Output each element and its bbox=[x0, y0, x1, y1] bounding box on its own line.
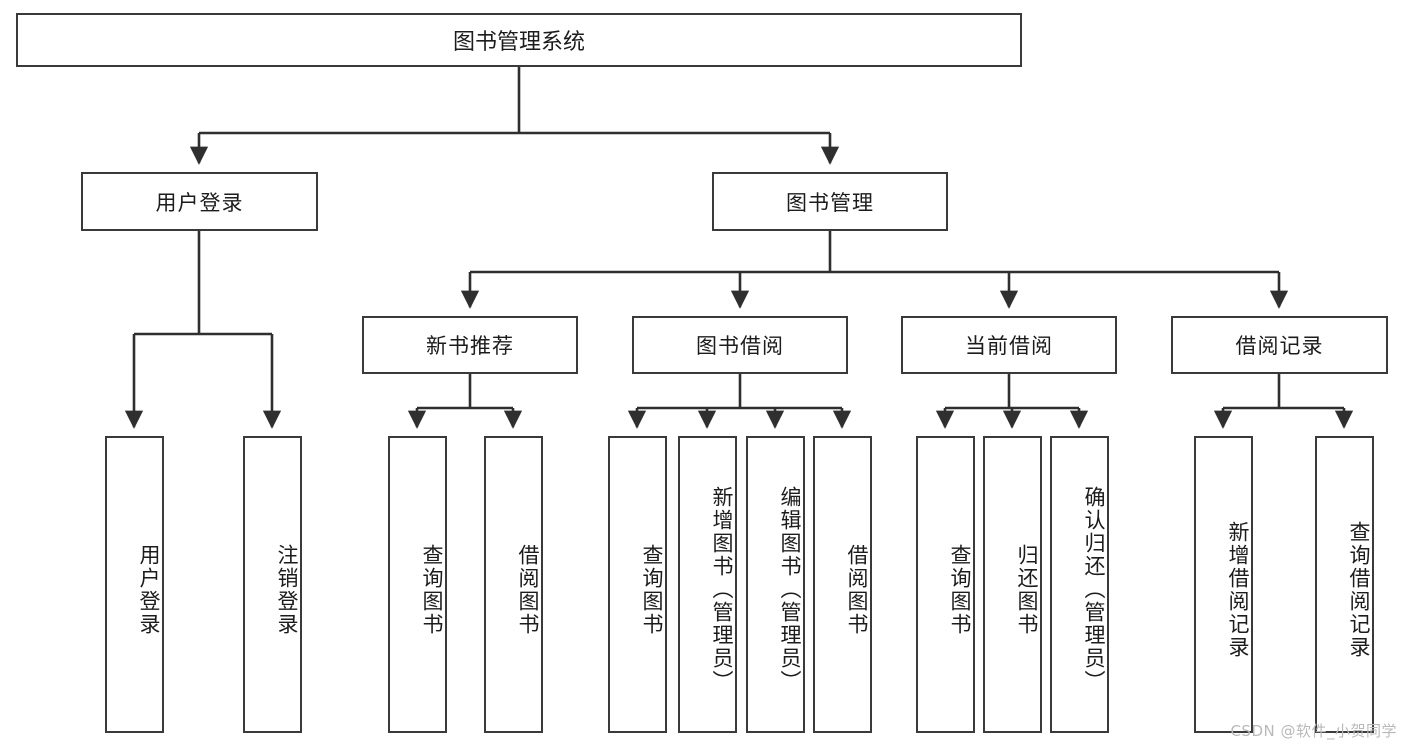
node-current-borrow-label: 当前借阅 bbox=[965, 334, 1053, 358]
node-current-borrow[interactable]: 当前借阅 bbox=[901, 316, 1117, 374]
node-leaf-query-book-2-label: 查询图书 bbox=[640, 543, 664, 636]
node-root[interactable]: 图书管理系统 bbox=[16, 13, 1022, 67]
node-leaf-query-record-label: 查询借阅记录 bbox=[1347, 520, 1371, 659]
node-leaf-add-record-label: 新增借阅记录 bbox=[1226, 520, 1250, 659]
node-leaf-edit-book-label: 编辑图书（管理员） bbox=[778, 486, 802, 693]
node-leaf-query-book-1-label: 查询图书 bbox=[420, 543, 444, 636]
node-leaf-query-book-3[interactable]: 查询图书 bbox=[916, 436, 975, 733]
node-leaf-return-book-label: 归还图书 bbox=[1015, 543, 1039, 636]
node-leaf-borrow-book-2-label: 借阅图书 bbox=[845, 543, 869, 636]
node-root-label: 图书管理系统 bbox=[452, 30, 585, 55]
node-leaf-user-logout-label: 注销登录 bbox=[275, 543, 299, 636]
node-leaf-user-login-label: 用户登录 bbox=[137, 543, 161, 636]
node-leaf-confirm-return[interactable]: 确认归还（管理员） bbox=[1050, 436, 1109, 733]
node-book-manage-label: 图书管理 bbox=[786, 190, 874, 215]
node-borrow-record[interactable]: 借阅记录 bbox=[1171, 316, 1388, 374]
node-leaf-add-book-label: 新增图书（管理员） bbox=[710, 486, 734, 693]
node-new-book-recommend[interactable]: 新书推荐 bbox=[362, 316, 578, 374]
node-leaf-add-book[interactable]: 新增图书（管理员） bbox=[678, 436, 737, 733]
node-user-login-label: 用户登录 bbox=[155, 190, 244, 215]
node-leaf-edit-book[interactable]: 编辑图书（管理员） bbox=[746, 436, 805, 733]
node-borrow-record-label: 借阅记录 bbox=[1235, 334, 1324, 358]
node-leaf-user-logout[interactable]: 注销登录 bbox=[243, 436, 302, 733]
watermark: CSDN @软件_小贺同学 bbox=[1230, 722, 1397, 740]
node-book-manage[interactable]: 图书管理 bbox=[712, 172, 948, 231]
node-leaf-borrow-book-1[interactable]: 借阅图书 bbox=[484, 436, 543, 733]
node-leaf-borrow-book-1-label: 借阅图书 bbox=[516, 543, 540, 636]
node-user-login[interactable]: 用户登录 bbox=[81, 172, 318, 231]
node-leaf-add-record[interactable]: 新增借阅记录 bbox=[1194, 436, 1253, 733]
node-leaf-user-login[interactable]: 用户登录 bbox=[105, 436, 164, 733]
node-leaf-borrow-book-2[interactable]: 借阅图书 bbox=[813, 436, 872, 733]
node-book-borrow-label: 图书借阅 bbox=[696, 334, 784, 358]
node-leaf-confirm-return-label: 确认归还（管理员） bbox=[1082, 486, 1106, 693]
node-leaf-query-record[interactable]: 查询借阅记录 bbox=[1315, 436, 1374, 733]
node-leaf-return-book[interactable]: 归还图书 bbox=[983, 436, 1042, 733]
node-new-book-recommend-label: 新书推荐 bbox=[426, 334, 514, 358]
node-book-borrow[interactable]: 图书借阅 bbox=[632, 316, 848, 374]
node-leaf-query-book-3-label: 查询图书 bbox=[948, 543, 972, 636]
node-leaf-query-book-1[interactable]: 查询图书 bbox=[388, 436, 447, 733]
node-leaf-query-book-2[interactable]: 查询图书 bbox=[608, 436, 667, 733]
